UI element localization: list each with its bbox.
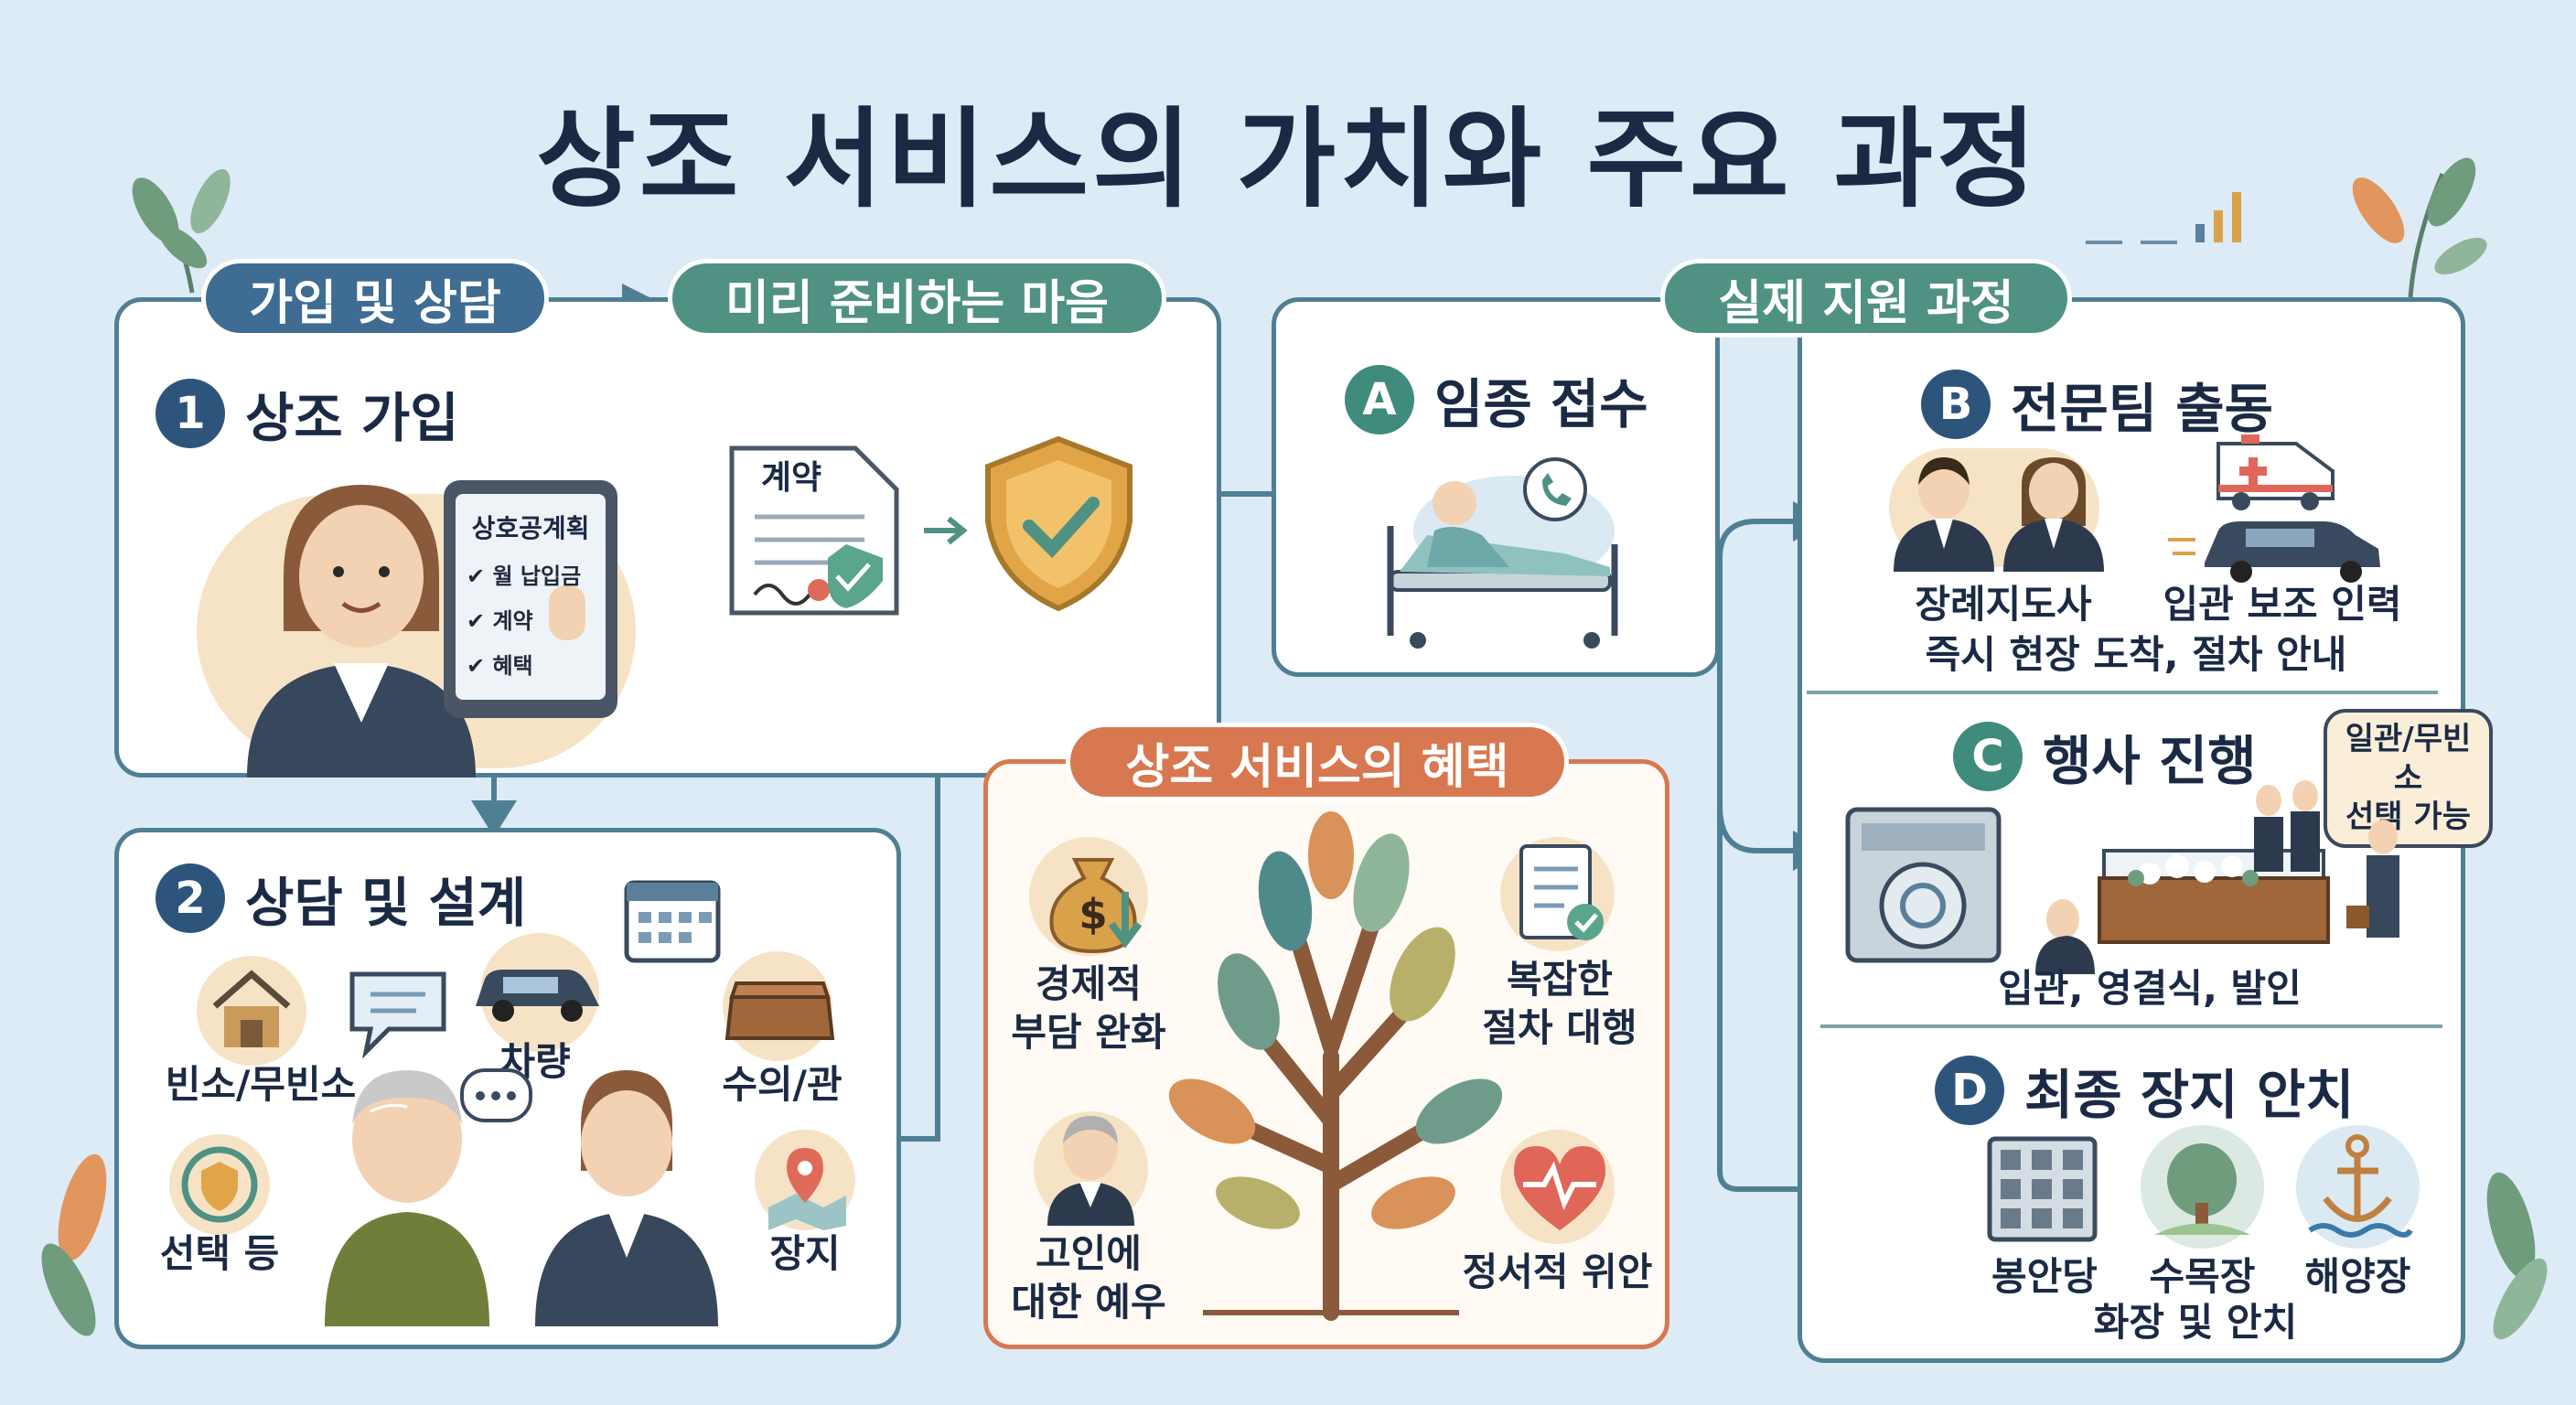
hospital-bed-phone-icon [1387,457,1618,649]
stepC-title: 행사 진행 [2043,730,2257,792]
stepC-caption: 입관, 영결식, 발인 [1998,966,2302,1011]
stepD-option: 해양장 [2304,1254,2411,1299]
stepC-badge: C [1953,722,2023,791]
step2-badge: 2 [156,863,225,933]
coffin-icon [724,981,835,1040]
heart-pulse-icon [1514,1146,1605,1230]
stepB-title: 전문팀 출동 [2011,378,2273,440]
funeral-directors-icon [1894,457,2104,572]
step2-title: 상담 및 설계 [245,872,527,934]
calendar-icon [624,880,721,963]
cremation-machine-icon [1845,807,2002,963]
columbarium-icon [1987,1136,2098,1242]
funeral-hall-icon [212,970,291,1047]
step1-heading: 1 상조 가입 [156,375,459,452]
consultation-people-icon [325,1068,718,1326]
stepD-title: 최종 장지 안치 [2024,1064,2355,1126]
stepB-label-director: 장례지도사 [1915,582,2092,627]
stepB-heading: B 전문팀 출동 [1921,366,2273,443]
ambulance-icon [2216,434,2334,510]
step2-heading: 2 상담 및 설계 [156,860,526,937]
tag-benefits: 상조 서비스의 혜택 [1066,723,1569,801]
tablet-item: ✔ 계약 [467,608,533,634]
option-label: 장지 [769,1231,841,1276]
growth-chart-icon [2086,192,2241,244]
speech-bubble-icon [349,971,446,1059]
step1-title: 상조 가입 [245,387,459,449]
leaf-decoration-icon [2352,157,2487,298]
stepD-badge: D [1935,1056,2004,1125]
tablet-icon [444,480,617,718]
stepD-option: 봉안당 [1991,1254,2098,1299]
tablet-checklist: ✔ 월 납입금 ✔ 계약 ✔ 혜택 [467,558,604,680]
anchor-icon [2308,1134,2413,1238]
benefit-respect: 고인에 대한 예우 [1011,1231,1166,1325]
tree-burial-icon [2154,1143,2250,1235]
stepB-badge: B [1921,370,1991,439]
selection-shield-icon [181,1146,258,1223]
money-bag-icon: $ [1049,858,1143,954]
stepA-heading: A 임종 접수 [1345,361,1648,438]
tablet-item: ✔ 월 납입금 [467,563,582,589]
tablet-item: ✔ 혜택 [467,653,533,679]
tree-icon [1168,811,1503,1321]
tag-join: 가입 및 상담 [201,259,549,338]
tag-prepare: 미리 준비하는 마음 [668,259,1166,338]
stepC-heading: C 행사 진행 [1953,718,2257,795]
location-map-icon [768,1148,846,1230]
contract-document-icon [729,445,899,616]
option-label: 수의/관 [722,1062,843,1107]
tag-support: 실제 지원 과정 [1660,259,2072,338]
leaf-decoration-icon [41,1153,107,1336]
stepC-option-bubble: 일관/무빈소 선택 가능 [2324,709,2493,848]
divider [1820,1024,2442,1028]
stepB-label-assistant: 입관 보조 인력 [2163,582,2402,627]
leaf-decoration-icon [2486,1172,2548,1340]
leaf-decoration-icon [132,168,231,294]
stepD-option: 수목장 [2149,1254,2256,1299]
stepA-badge: A [1345,365,1414,434]
consultant-woman-icon [247,485,476,778]
divider [1807,691,2438,694]
hearse-icon [2168,521,2380,583]
step1-badge: 1 [156,379,225,448]
stepB-caption: 즉시 현장 도착, 절차 안내 [1925,632,2347,677]
benefit-emotional: 정서적 위안 [1462,1249,1653,1294]
deceased-portrait-icon [1047,1116,1134,1226]
vehicle-icon [476,970,599,1022]
benefit-procedure: 복잡한 절차 대행 [1482,957,1637,1050]
page-title: 상조 서비스의 가치와 주요 과정 [536,96,2040,222]
svg-text:$: $ [1079,890,1107,938]
funeral-ceremony-icon [2035,780,2399,974]
stepD-caption: 화장 및 안치 [2093,1300,2298,1345]
option-label: 선택 등 [159,1231,280,1276]
shield-check-icon [985,435,1132,612]
option-label: 빈소/무빈소 [165,1062,357,1107]
tablet-title: 상호공계획 [471,513,590,543]
benefit-economic: 경제적 부담 완화 [1011,961,1166,1055]
stepD-heading: D 최종 장지 안치 [1935,1052,2355,1129]
arrow-right-icon [924,516,968,545]
document-check-icon [1519,844,1604,940]
stepA-title: 임종 접수 [1434,373,1648,435]
contract-label: 계약 [760,459,822,497]
